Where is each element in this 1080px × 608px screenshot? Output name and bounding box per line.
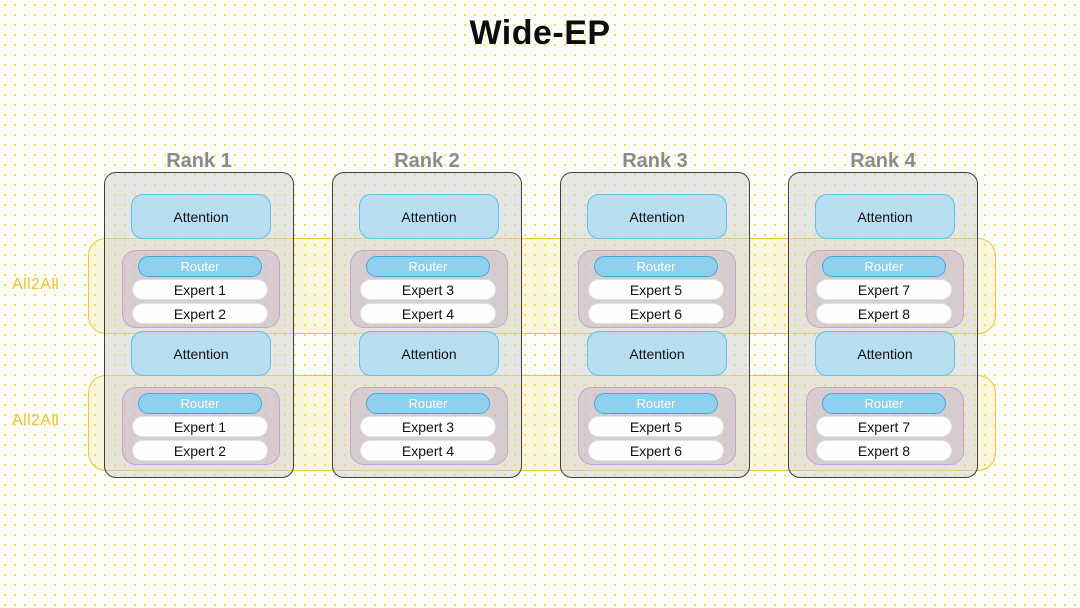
moe-block: Router Expert 7 Expert 8 <box>806 387 964 465</box>
expert-block[interactable]: Expert 8 <box>816 303 952 324</box>
router-block[interactable]: Router <box>366 256 490 277</box>
expert-block[interactable]: Expert 2 <box>132 303 268 324</box>
rank-label-4: Rank 4 <box>850 150 916 172</box>
moe-block: Router Expert 1 Expert 2 <box>122 250 280 328</box>
expert-block[interactable]: Expert 1 <box>132 416 268 437</box>
router-block[interactable]: Router <box>366 393 490 414</box>
moe-block: Router Expert 5 Expert 6 <box>578 387 736 465</box>
router-block[interactable]: Router <box>594 256 718 277</box>
router-block[interactable]: Router <box>138 256 262 277</box>
attention-block[interactable]: Attention <box>587 331 727 376</box>
expert-block[interactable]: Expert 8 <box>816 440 952 461</box>
expert-block[interactable]: Expert 5 <box>588 279 724 300</box>
rank-column-1: Attention Router Expert 1 Expert 2 Atten… <box>104 172 294 478</box>
rank-label-3: Rank 3 <box>622 150 688 172</box>
moe-block: Router Expert 3 Expert 4 <box>350 250 508 328</box>
attention-block[interactable]: Attention <box>131 331 271 376</box>
expert-block[interactable]: Expert 6 <box>588 303 724 324</box>
rank-column-4: Attention Router Expert 7 Expert 8 Atten… <box>788 172 978 478</box>
page-title: Wide-EP <box>469 14 611 52</box>
router-block[interactable]: Router <box>594 393 718 414</box>
expert-block[interactable]: Expert 4 <box>360 303 496 324</box>
all2all-label-1: All2All <box>12 276 60 293</box>
expert-block[interactable]: Expert 5 <box>588 416 724 437</box>
moe-block: Router Expert 3 Expert 4 <box>350 387 508 465</box>
moe-block: Router Expert 7 Expert 8 <box>806 250 964 328</box>
expert-block[interactable]: Expert 7 <box>816 416 952 437</box>
attention-block[interactable]: Attention <box>815 331 955 376</box>
attention-block[interactable]: Attention <box>587 194 727 239</box>
rank-column-2: Attention Router Expert 3 Expert 4 Atten… <box>332 172 522 478</box>
rank-label-1: Rank 1 <box>166 150 232 172</box>
router-block[interactable]: Router <box>822 256 946 277</box>
rank-column-3: Attention Router Expert 5 Expert 6 Atten… <box>560 172 750 478</box>
expert-block[interactable]: Expert 3 <box>360 416 496 437</box>
attention-block[interactable]: Attention <box>359 331 499 376</box>
attention-block[interactable]: Attention <box>359 194 499 239</box>
moe-block: Router Expert 5 Expert 6 <box>578 250 736 328</box>
router-block[interactable]: Router <box>138 393 262 414</box>
expert-block[interactable]: Expert 2 <box>132 440 268 461</box>
expert-block[interactable]: Expert 3 <box>360 279 496 300</box>
moe-block: Router Expert 1 Expert 2 <box>122 387 280 465</box>
all2all-label-2: All2All <box>12 412 60 429</box>
attention-block[interactable]: Attention <box>815 194 955 239</box>
attention-block[interactable]: Attention <box>131 194 271 239</box>
router-block[interactable]: Router <box>822 393 946 414</box>
expert-block[interactable]: Expert 4 <box>360 440 496 461</box>
expert-block[interactable]: Expert 7 <box>816 279 952 300</box>
rank-label-2: Rank 2 <box>394 150 460 172</box>
expert-block[interactable]: Expert 6 <box>588 440 724 461</box>
expert-block[interactable]: Expert 1 <box>132 279 268 300</box>
